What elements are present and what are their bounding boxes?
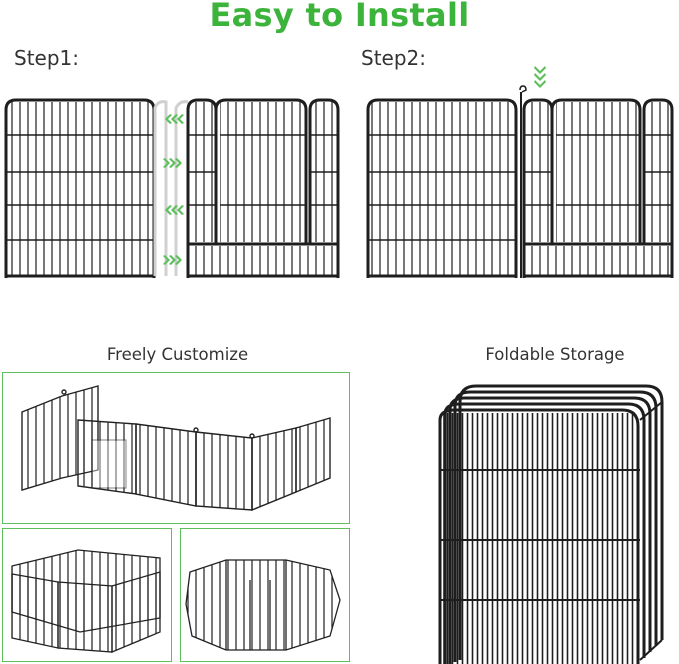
double-chevron-right-icon (163, 158, 182, 265)
fence-octagon-layout (185, 559, 341, 651)
storage-heading: Foldable Storage (485, 345, 625, 364)
fence-wall-layout (21, 385, 331, 512)
step1-panel-right-gate (186, 98, 340, 278)
step1-label: Step1: (14, 46, 79, 70)
page-title: Easy to Install (209, 0, 470, 34)
fence-square-layout (11, 549, 161, 653)
step1-panel-left (4, 98, 156, 278)
step2-label: Step2: (361, 46, 426, 70)
customize-heading: Freely Customize (106, 345, 249, 364)
folded-panels-stack (438, 384, 664, 664)
step1-ghost-panel (153, 100, 189, 276)
step2-assembled-fence (366, 85, 674, 278)
double-chevron-down-icon (534, 66, 546, 88)
double-chevron-left-icon (165, 114, 184, 215)
